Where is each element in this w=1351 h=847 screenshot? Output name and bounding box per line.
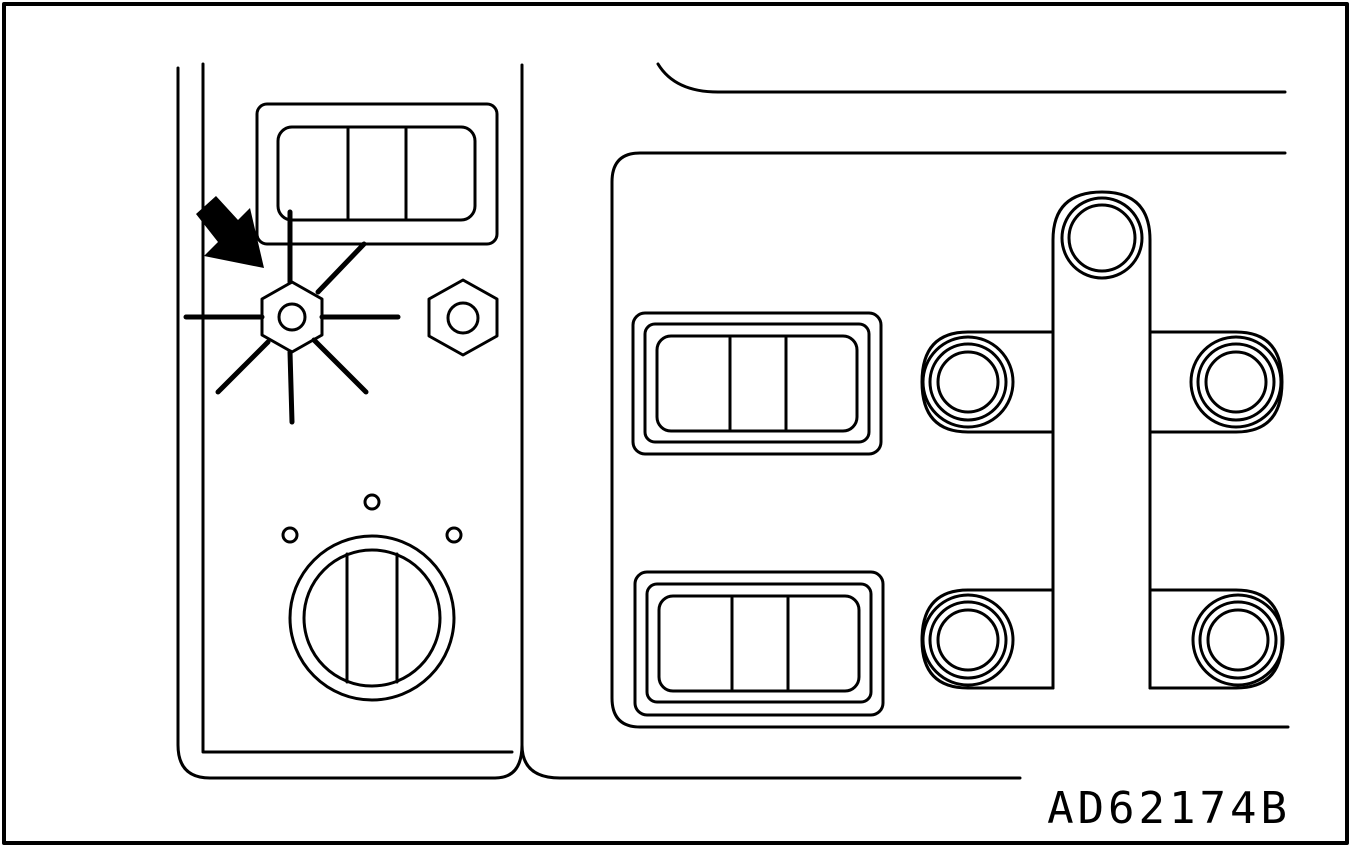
bolt-top <box>1060 196 1144 280</box>
left-rocker-switch[interactable] <box>255 102 499 246</box>
bolt-upper-right <box>1189 335 1283 429</box>
bolt-lower-right <box>1191 593 1285 687</box>
arrow-icon <box>196 196 264 268</box>
right-panel <box>520 62 1290 780</box>
right-upper-rocker-switch[interactable] <box>631 311 883 456</box>
figure-code: AD62174B <box>1047 783 1291 834</box>
left-panel <box>176 62 524 780</box>
bolt-lower-left <box>921 593 1015 687</box>
right-lower-rocker-switch[interactable] <box>633 570 885 717</box>
lever-bracket <box>920 190 1284 690</box>
bolt-upper-left <box>921 335 1015 429</box>
indicator-lamp-icon <box>183 209 401 425</box>
rotary-knob[interactable] <box>281 493 463 702</box>
hex-nut-icon <box>427 278 499 357</box>
